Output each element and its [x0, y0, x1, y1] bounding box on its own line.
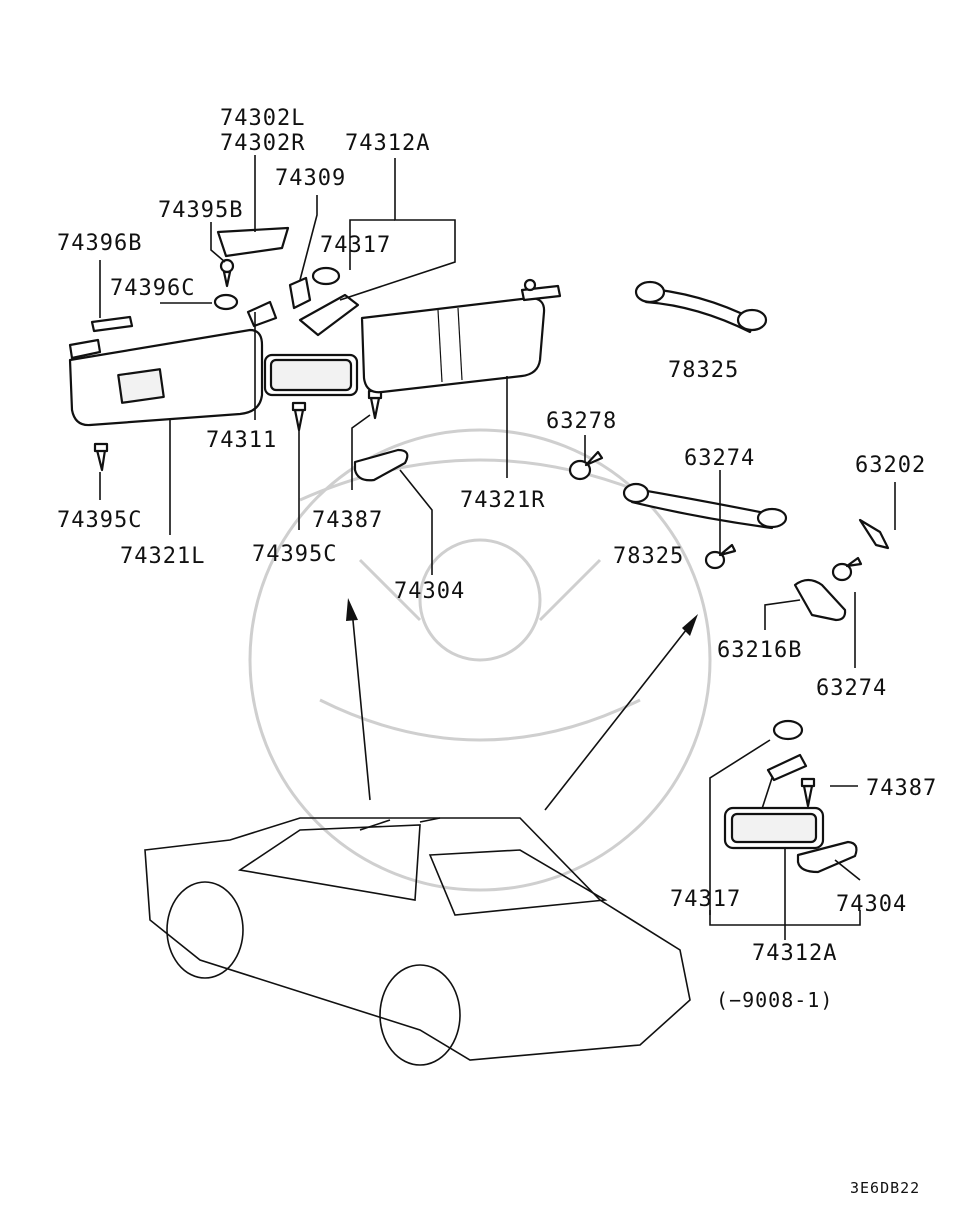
label-74395C-left: 74395C	[57, 508, 142, 533]
serial-note: (−9008-1)	[716, 988, 833, 1012]
label-74321L: 74321L	[120, 544, 205, 569]
rearview-mirror-top	[263, 293, 360, 397]
screw-74395C-left	[93, 442, 109, 472]
screw-74395C-mid	[291, 401, 307, 432]
screw-63278	[568, 450, 604, 481]
cover-63216B	[793, 578, 847, 622]
label-78325-top: 78325	[668, 358, 739, 383]
label-78325-mid: 78325	[613, 544, 684, 569]
label-74309: 74309	[275, 166, 346, 191]
screw-63274-right	[831, 556, 863, 582]
screw-74387-top	[367, 389, 383, 420]
label-74321R: 74321R	[460, 488, 545, 513]
assist-grip-upper	[634, 280, 768, 334]
leader-lines	[99, 155, 896, 940]
label-63216B: 63216B	[717, 638, 802, 663]
label-74396B: 74396B	[57, 231, 142, 256]
screw-74395B	[219, 258, 235, 288]
label-74387-right: 74387	[866, 776, 937, 801]
label-74395C-mid: 74395C	[252, 542, 337, 567]
label-74304-top: 74304	[394, 579, 465, 604]
label-63274-mid: 63274	[684, 446, 755, 471]
part-labels: 74302L 74302R 74312A 74309 74395B 74317 …	[57, 106, 937, 1197]
label-74396C: 74396C	[110, 276, 195, 301]
washer-74396C	[213, 293, 239, 311]
screw-63274-mid	[704, 543, 737, 570]
cap-74317-top	[311, 266, 341, 286]
label-63274-right: 63274	[816, 676, 887, 701]
clip-63202	[858, 518, 890, 550]
inset-mirror-assembly	[723, 719, 858, 874]
label-74302L: 74302L	[220, 106, 305, 131]
label-74387-top: 74387	[312, 508, 383, 533]
car-outline	[144, 817, 691, 1066]
label-74311: 74311	[206, 428, 277, 453]
visor-clip-74396B	[90, 315, 134, 333]
label-74312A-bottom: 74312A	[752, 941, 837, 966]
watermark-emblem	[248, 428, 712, 892]
label-74317-bottom: 74317	[670, 887, 741, 912]
diagram-code: 3E6DB22	[850, 1179, 920, 1197]
label-63202: 63202	[855, 453, 926, 478]
assist-grip-lower	[622, 482, 788, 530]
label-63278: 63278	[546, 409, 617, 434]
sun-visor-left	[68, 328, 264, 427]
sun-visor-right	[360, 278, 562, 394]
label-74317-top: 74317	[320, 233, 391, 258]
label-74302R: 74302R	[220, 131, 305, 156]
clip-74311	[246, 300, 278, 328]
label-74312A-top: 74312A	[345, 131, 430, 156]
cover-74304-top	[353, 448, 409, 482]
bracket-74302	[216, 226, 290, 258]
label-74395B: 74395B	[158, 198, 243, 223]
holder-74309	[288, 276, 312, 310]
label-74304-bottom: 74304	[836, 892, 907, 917]
